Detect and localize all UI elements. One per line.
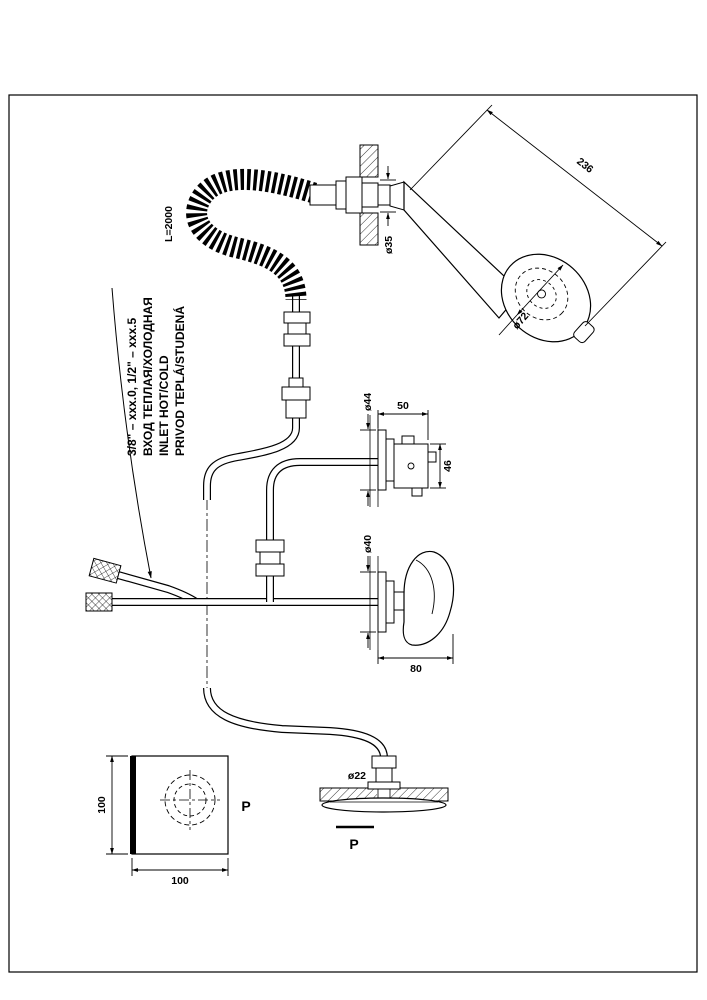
- dim-shower-length-label: 236: [574, 156, 595, 176]
- lever-handle: [402, 550, 455, 646]
- note-line-vhod: ВХОД ТЕПЛАЯ/ХОЛОДНАЯ: [141, 297, 155, 456]
- dim-hose-length-label: L=2000: [163, 206, 175, 242]
- dim-lever-width-label: 80: [410, 663, 422, 675]
- note-line-privod: PRIVOD TEPLÁ/STUDENÁ: [172, 306, 187, 456]
- shower-plate: [321, 797, 447, 813]
- plan-view: [130, 755, 229, 855]
- note-line-inlet: INLET HOT/COLD: [157, 355, 171, 456]
- inlet-note: PRIVOD TEPLÁ/STUDENÁ INLET HOT/COLD ВХОД…: [111, 287, 187, 579]
- thermostatic-mixer: [369, 415, 437, 507]
- dim-wall-fitting-diameter-label: ø35: [383, 236, 395, 254]
- dim-pipe-diameter-label: ø22: [348, 770, 366, 782]
- inlet-fittings: [85, 557, 122, 612]
- note-line-thread-sizes: 3/8" – xxx.0, 1/2" – xxx.5: [125, 318, 139, 456]
- dim-valve-flange-diameter-label: ø40: [362, 535, 374, 553]
- note-leader-arrow: [111, 287, 152, 579]
- hand-shower: [403, 180, 595, 344]
- wall-section: [359, 144, 379, 246]
- shower-wall-bracket: [309, 176, 405, 214]
- plan-section-label: P: [241, 798, 250, 814]
- overhead-shower: [319, 755, 449, 829]
- dim-mixer-body-height-label: 46: [442, 460, 454, 472]
- dim-plan-width-label: 100: [171, 875, 189, 887]
- hand-shower-handle: [403, 180, 522, 319]
- drawing-frame: [8, 94, 698, 973]
- dim-mixer-flange-diameter-label: ø44: [362, 393, 374, 411]
- hose-connectors: [255, 311, 311, 577]
- hand-shower-head: [500, 253, 595, 344]
- shower-hose-coil: [186, 168, 318, 301]
- dim-mixer-width-label: 50: [397, 400, 409, 412]
- cut-section-label: P: [349, 836, 358, 852]
- lever-valve: [369, 550, 455, 650]
- dim-plan-height-label: 100: [96, 796, 108, 814]
